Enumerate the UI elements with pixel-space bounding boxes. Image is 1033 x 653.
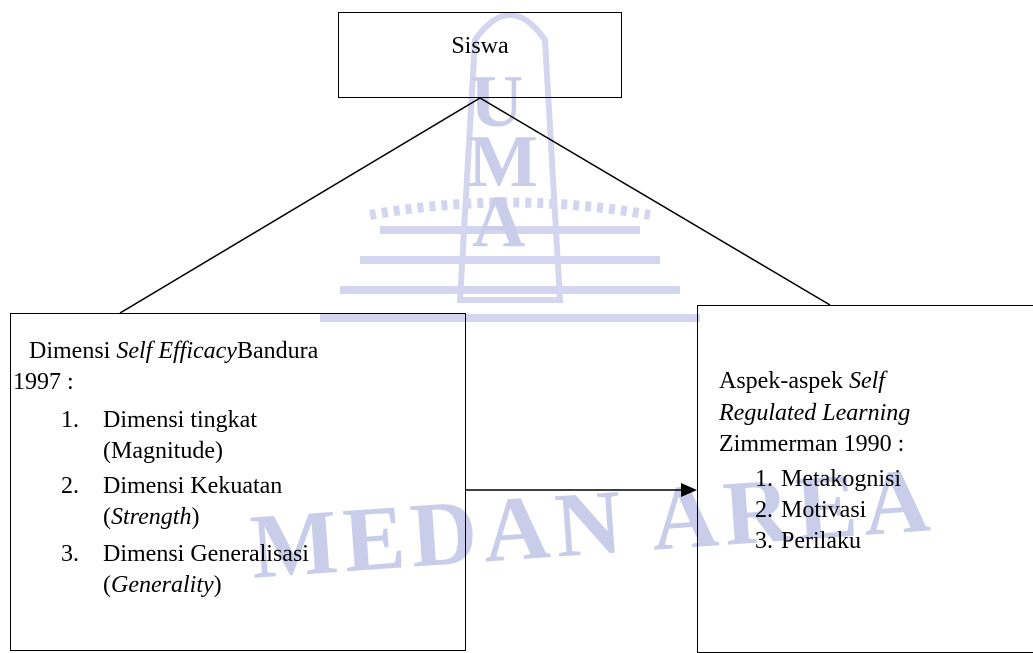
list-item: 1.Metakognisi [755, 466, 901, 492]
list-item: 1.Dimensi tingkat [61, 407, 257, 433]
connector-siswa-to-right [479, 97, 831, 306]
list-item-continuation: (Magnitude) [103, 438, 223, 464]
srl-heading-line3: Zimmerman 1990 : [719, 431, 905, 457]
list-item-continuation: (Generality) [103, 572, 222, 598]
self-efficacy-heading: Dimensi Self EfficacyBandura [29, 338, 319, 364]
watermark-emblem-icon [320, 12, 700, 322]
list-item: 3.Perilaku [755, 528, 861, 554]
connector-siswa-to-left [119, 97, 481, 314]
srl-heading: Aspek-aspek Self [719, 368, 885, 394]
list-item: 2.Motivasi [755, 497, 867, 523]
arrowhead-icon [681, 483, 697, 497]
list-item: 2.Dimensi Kekuatan [61, 473, 283, 499]
self-efficacy-box: Dimensi Self EfficacyBandura 1997 : 1.Di… [10, 313, 466, 651]
list-item-continuation: (Strength) [103, 504, 200, 530]
root-node-siswa: Siswa [338, 12, 622, 98]
list-item: 3.Dimensi Generalisasi [61, 541, 309, 567]
srl-heading-line2: Regulated Learning [719, 400, 911, 426]
root-node-label: Siswa [451, 33, 509, 59]
self-efficacy-heading-line2: 1997 : [13, 369, 74, 395]
self-regulated-learning-box: Aspek-aspek Self Regulated Learning Zimm… [697, 305, 1033, 653]
